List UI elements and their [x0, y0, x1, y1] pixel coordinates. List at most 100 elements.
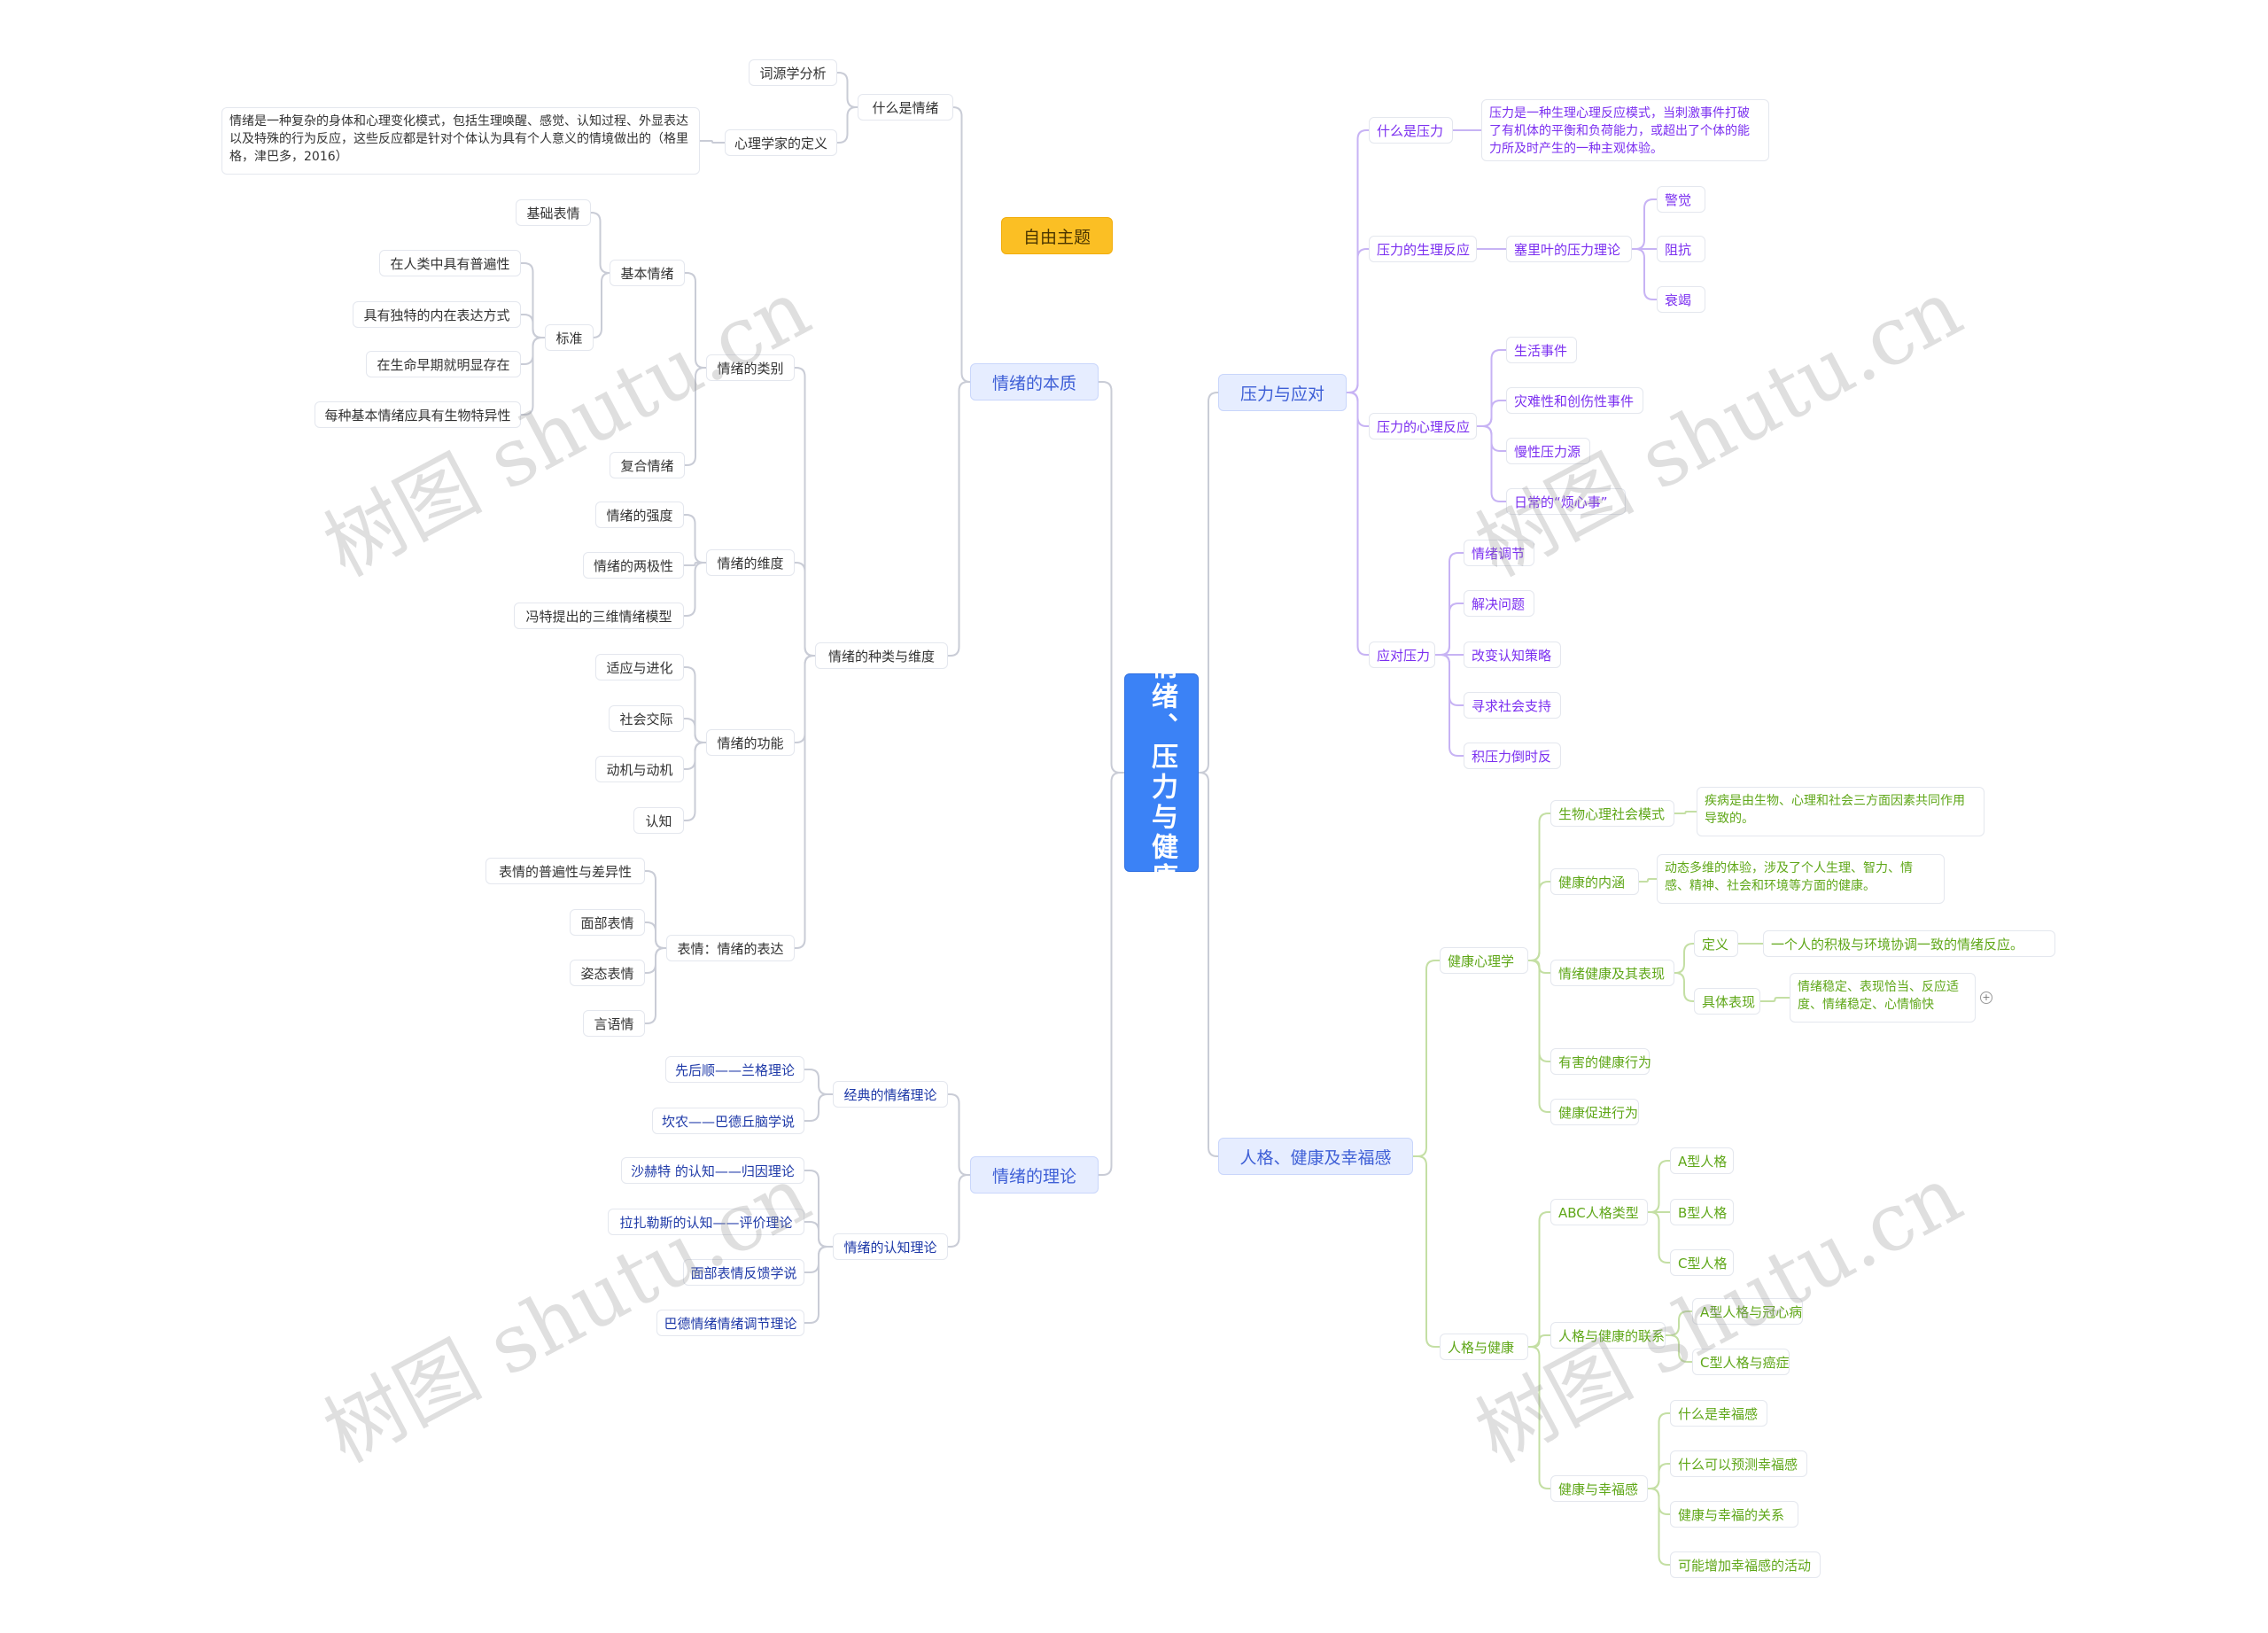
- node-personality-disease-item-label: C型人格与癌症: [1700, 1354, 1790, 1371]
- node-personality-health[interactable]: 人格与健康: [1440, 1334, 1528, 1360]
- node-personality-health-label: 人格与健康: [1448, 1339, 1515, 1356]
- node-types-dimensions[interactable]: 情绪的种类与维度: [815, 642, 948, 669]
- node-coping-item[interactable]: 寻求社会支持: [1464, 692, 1561, 719]
- node-expression-item[interactable]: 姿态表情: [570, 960, 645, 986]
- node-personality-disease-item[interactable]: A型人格与冠心病: [1692, 1298, 1803, 1325]
- node-gas-stage[interactable]: 阻抗: [1657, 236, 1705, 262]
- node-personality-type[interactable]: A型人格: [1670, 1147, 1734, 1174]
- node-happiness-item[interactable]: 什么可以预测幸福感: [1670, 1450, 1807, 1477]
- node-gas-stage[interactable]: 衰竭: [1657, 286, 1705, 313]
- node-expression[interactable]: 表情：情绪的表达: [666, 935, 795, 961]
- free-topic[interactable]: 自由主题: [1001, 217, 1113, 254]
- node-stressor-item[interactable]: 日常的“烦心事”: [1506, 488, 1626, 515]
- node-basic-expression[interactable]: 基础表情: [516, 199, 591, 226]
- node-psycho-response[interactable]: 压力的心理反应: [1369, 413, 1477, 439]
- node-harmful-behavior[interactable]: 有害的健康行为: [1550, 1048, 1651, 1075]
- node-cognitive-theory-item[interactable]: 沙赫特 的认知——归因理论: [621, 1157, 804, 1184]
- node-stress-definition[interactable]: 压力是一种生理心理反应模式，当刺激事件打破了有机体的平衡和负荷能力，或超出了个体…: [1481, 99, 1769, 161]
- node-manifestation-text[interactable]: 情绪稳定、表现恰当、反应适度、情绪稳定、心情愉快: [1790, 973, 1976, 1023]
- node-definition-text[interactable]: 情绪是一种复杂的身体和心理变化模式，包括生理唤醒、感觉、认知过程、外显表达以及特…: [221, 107, 700, 175]
- node-dimension-item[interactable]: 冯特提出的三维情绪模型: [514, 603, 684, 629]
- node-standard-item[interactable]: 在生命早期就明显存在: [366, 351, 521, 377]
- node-personality-type[interactable]: C型人格: [1670, 1249, 1734, 1276]
- node-happiness-item[interactable]: 什么是幸福感: [1670, 1400, 1767, 1427]
- node-coping-item-label: 解决问题: [1472, 595, 1526, 612]
- node-emotion-function[interactable]: 情绪的功能: [706, 729, 795, 756]
- node-meaning-text[interactable]: 动态多维的体验，涉及了个人生理、智力、情感、精神、社会和环境等方面的健康。: [1657, 854, 1945, 904]
- connector-line: [1477, 400, 1506, 427]
- node-selye-theory[interactable]: 塞里叶的压力理论: [1506, 236, 1632, 262]
- node-classic-theory-item[interactable]: 坎农——巴德丘脑学说: [652, 1108, 804, 1134]
- node-health-psychology[interactable]: 健康心理学: [1440, 947, 1528, 974]
- node-basic-emotion[interactable]: 基本情绪: [610, 260, 685, 286]
- node-expression-item[interactable]: 言语情: [583, 1010, 645, 1037]
- node-cognitive-theory-item[interactable]: 拉扎勒斯的认知——评价理论: [608, 1209, 804, 1235]
- node-coping-item[interactable]: 情绪调节: [1464, 540, 1534, 566]
- node-standard-item[interactable]: 在人类中具有普遍性: [379, 250, 521, 276]
- node-happiness-item[interactable]: 健康与幸福的关系: [1670, 1501, 1798, 1528]
- connector-line: [804, 1069, 833, 1095]
- node-physio-response[interactable]: 压力的生理反应: [1369, 236, 1477, 262]
- node-happiness-item[interactable]: 可能增加幸福感的活动: [1670, 1551, 1821, 1578]
- node-classic-theory-label: 经典的情绪理论: [843, 1086, 937, 1103]
- node-abc-types[interactable]: ABC人格类型: [1550, 1199, 1648, 1225]
- node-bps-model[interactable]: 生物心理社会模式: [1550, 800, 1674, 827]
- node-what-is-emotion[interactable]: 什么是情绪: [858, 94, 953, 121]
- root-topic[interactable]: 情绪、压力与健康: [1124, 652, 1199, 893]
- node-personality-type-label: C型人格: [1678, 1255, 1728, 1271]
- node-function-item[interactable]: 社会交际: [609, 705, 684, 732]
- node-dimension-item[interactable]: 情绪的强度: [595, 502, 684, 528]
- node-personality-type[interactable]: B型人格: [1670, 1199, 1734, 1225]
- node-classic-theory-item[interactable]: 先后顺——兰格理论: [665, 1056, 804, 1083]
- node-etymology[interactable]: 词源学分析: [749, 59, 837, 86]
- node-gas-stage[interactable]: 警觉: [1657, 186, 1705, 213]
- node-classic-theory[interactable]: 经典的情绪理论: [833, 1081, 948, 1108]
- node-mixed-emotion[interactable]: 复合情绪: [610, 452, 685, 478]
- node-stressor-item[interactable]: 灾难性和创伤性事件: [1506, 387, 1643, 414]
- node-health-promotion[interactable]: 健康促进行为: [1550, 1099, 1639, 1125]
- node-function-item[interactable]: 认知: [633, 807, 684, 834]
- connector-line: [804, 1093, 833, 1122]
- node-standard-item[interactable]: 具有独特的内在表达方式: [353, 301, 521, 328]
- branch-emotion-theory[interactable]: 情绪的理论: [970, 1156, 1099, 1194]
- node-expression-item[interactable]: 面部表情: [570, 909, 645, 936]
- expand-toggle-icon[interactable]: +: [1980, 991, 1992, 1004]
- node-personality-health-link[interactable]: 人格与健康的联系: [1550, 1322, 1666, 1349]
- node-coping-item[interactable]: 改变认知策略: [1464, 642, 1561, 668]
- branch-emotion-essence[interactable]: 情绪的本质: [970, 363, 1099, 400]
- node-stressor-item[interactable]: 慢性压力源: [1506, 438, 1590, 464]
- node-coping-item[interactable]: 积压力倒时反: [1464, 743, 1561, 769]
- node-personality-disease-item[interactable]: C型人格与癌症: [1692, 1349, 1790, 1375]
- node-emotion-dimension[interactable]: 情绪的维度: [706, 549, 795, 576]
- node-health-happiness[interactable]: 健康与幸福感: [1550, 1475, 1648, 1502]
- node-health-meaning[interactable]: 健康的内涵: [1550, 868, 1639, 895]
- node-definition-text[interactable]: 一个人的积极与环境协调一致的情绪反应。: [1763, 930, 2055, 957]
- node-emotion-category[interactable]: 情绪的类别: [706, 354, 795, 381]
- connector-line: [521, 337, 545, 416]
- node-manifestation[interactable]: 具体表现: [1694, 988, 1760, 1015]
- node-dimension-item[interactable]: 情绪的两极性: [583, 552, 684, 579]
- node-coping[interactable]: 应对压力: [1369, 642, 1435, 668]
- node-cognitive-theory[interactable]: 情绪的认知理论: [833, 1233, 948, 1260]
- node-stressor-item[interactable]: 生活事件: [1506, 337, 1577, 363]
- node-dimension-item-label: 冯特提出的三维情绪模型: [525, 608, 672, 625]
- node-emotional-health-definition[interactable]: 定义: [1694, 930, 1738, 957]
- node-cognitive-theory-item[interactable]: 巴德情绪情绪调节理论: [656, 1310, 804, 1336]
- node-cognitive-theory-label: 情绪的认知理论: [843, 1239, 937, 1256]
- branch-personality-health[interactable]: 人格、健康及幸福感: [1218, 1138, 1413, 1175]
- node-happiness-item-label: 健康与幸福的关系: [1678, 1506, 1785, 1523]
- node-cognitive-theory-item[interactable]: 面部表情反馈学说: [683, 1259, 804, 1286]
- node-standard[interactable]: 标准: [545, 324, 594, 351]
- node-what-is-stress[interactable]: 什么是压力: [1369, 117, 1453, 144]
- node-emotional-health[interactable]: 情绪健康及其表现: [1550, 960, 1674, 986]
- node-psych-definition[interactable]: 心理学家的定义: [725, 129, 837, 156]
- node-function-item[interactable]: 动机与动机: [595, 756, 684, 782]
- node-bps-text[interactable]: 疾病是由生物、心理和社会三方面因素共同作用导致的。: [1697, 787, 1984, 836]
- node-expression-item[interactable]: 表情的普遍性与差异性: [485, 858, 645, 884]
- connector-line: [948, 1093, 970, 1176]
- node-standard-item[interactable]: 每种基本情绪应具有生物特异性: [315, 401, 521, 428]
- branch-stress-coping[interactable]: 压力与应对: [1218, 374, 1347, 411]
- node-function-item[interactable]: 适应与进化: [595, 654, 684, 680]
- node-coping-item[interactable]: 解决问题: [1464, 590, 1534, 617]
